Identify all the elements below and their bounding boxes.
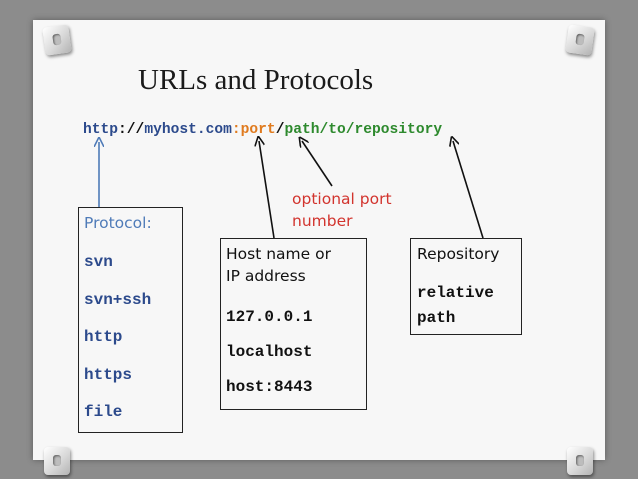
repository-box: Repository relative path xyxy=(410,238,522,335)
url-port: port xyxy=(240,122,276,138)
slide-card xyxy=(33,20,605,460)
binder-clip-icon xyxy=(44,447,70,475)
protocol-item: https xyxy=(84,365,133,384)
protocol-list: svn svn+ssh http https file xyxy=(84,252,151,440)
host-label-line: IP address xyxy=(226,267,306,285)
url-port-colon: : xyxy=(231,122,241,138)
host-arrow xyxy=(259,141,275,239)
protocol-box: Protocol: svn svn+ssh http https file xyxy=(78,207,183,433)
protocol-item: svn+ssh xyxy=(84,290,152,309)
url-path: path/to/repository xyxy=(284,122,443,138)
repository-arrow xyxy=(453,141,484,239)
host-item: 127.0.0.1 xyxy=(226,308,313,326)
url-scheme: http xyxy=(83,122,119,138)
url-slash: / xyxy=(275,122,285,138)
slide-title: URLs and Protocols xyxy=(138,64,374,96)
url-separator: :// xyxy=(118,122,145,138)
clip-hole xyxy=(576,455,584,466)
host-item: localhost xyxy=(226,343,313,361)
port-arrow xyxy=(302,141,333,187)
protocol-item: svn xyxy=(84,253,113,271)
port-note-line: number xyxy=(292,212,353,230)
repository-value-line: path xyxy=(417,309,456,327)
url-host: myhost.com xyxy=(144,122,232,138)
host-label: Host name or IP address xyxy=(226,243,331,287)
host-label-line: Host name or xyxy=(226,245,331,263)
host-box: Host name or IP address 127.0.0.1 localh… xyxy=(220,238,367,410)
port-note: optional port number xyxy=(292,188,392,232)
example-url: http://myhost.com:port/path/to/repositor… xyxy=(83,122,442,138)
repository-value: relative path xyxy=(417,281,494,331)
host-item: host:8443 xyxy=(226,378,313,396)
protocol-item: http xyxy=(84,328,123,346)
protocol-item: file xyxy=(84,403,123,421)
binder-clip-icon xyxy=(567,447,593,475)
host-list: 127.0.0.1 localhost host:8443 xyxy=(226,307,312,412)
protocol-label: Protocol: xyxy=(84,214,152,232)
repository-label: Repository xyxy=(417,245,500,263)
port-note-line: optional port xyxy=(292,190,392,208)
repository-value-line: relative xyxy=(417,284,494,302)
clip-hole xyxy=(53,455,61,466)
